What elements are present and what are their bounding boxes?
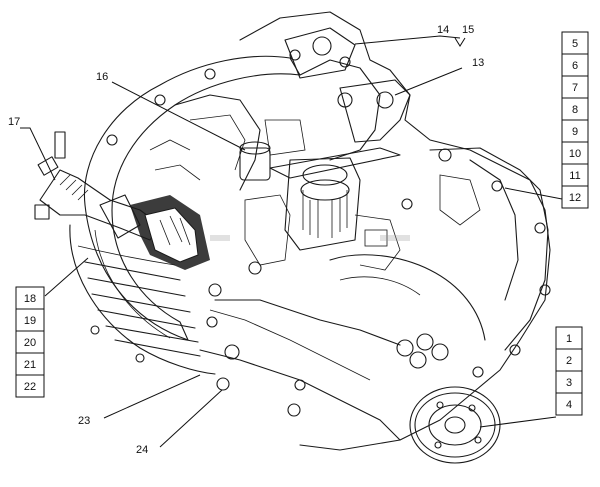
leader-13 <box>394 67 463 96</box>
callout-16: 16 <box>96 71 108 83</box>
callout-24: 24 <box>136 444 148 456</box>
callout-14: 14 <box>437 24 449 36</box>
callout-20: 20 <box>24 337 36 349</box>
callout-19: 19 <box>24 315 36 327</box>
callout-15: 15 <box>462 24 474 36</box>
callout-23: 23 <box>78 415 90 427</box>
callout-stack-1-4: 1 2 3 4 <box>555 326 583 416</box>
callout-22: 22 <box>24 381 36 393</box>
callouts-free: 14 15 13 16 17 23 24 <box>8 24 484 456</box>
leader-16 <box>111 81 246 151</box>
callout-11: 11 <box>569 170 580 182</box>
leader-18-22 <box>44 257 89 297</box>
callout-21: 21 <box>24 359 36 371</box>
callout-17: 17 <box>8 116 20 128</box>
callout-2: 2 <box>566 355 572 367</box>
leader-1-4 <box>479 416 557 428</box>
callout-stack-18-22: 18 19 20 21 22 <box>15 286 45 398</box>
callout-1: 1 <box>566 333 572 345</box>
callout-7: 7 <box>572 82 578 94</box>
leader-5-12 <box>504 187 563 200</box>
callout-6: 6 <box>572 60 578 72</box>
callout-3: 3 <box>566 377 572 389</box>
leader-23 <box>103 374 201 419</box>
transmission-housing <box>34 11 551 464</box>
callout-10: 10 <box>569 148 581 160</box>
leader-14-15 <box>354 35 461 45</box>
callout-5: 5 <box>572 38 578 50</box>
leader-17 <box>20 127 56 181</box>
callout-stack-5-12: 5 6 7 8 9 10 11 12 <box>561 31 589 209</box>
leader-24 <box>159 389 223 448</box>
callout-12: 12 <box>569 192 581 204</box>
callout-8: 8 <box>572 104 578 116</box>
callout-13: 13 <box>472 57 484 69</box>
callout-18: 18 <box>24 293 36 305</box>
leader-15-tick <box>454 37 466 47</box>
leader-lines <box>20 35 563 448</box>
callout-9: 9 <box>572 126 578 138</box>
callout-4: 4 <box>566 399 572 411</box>
